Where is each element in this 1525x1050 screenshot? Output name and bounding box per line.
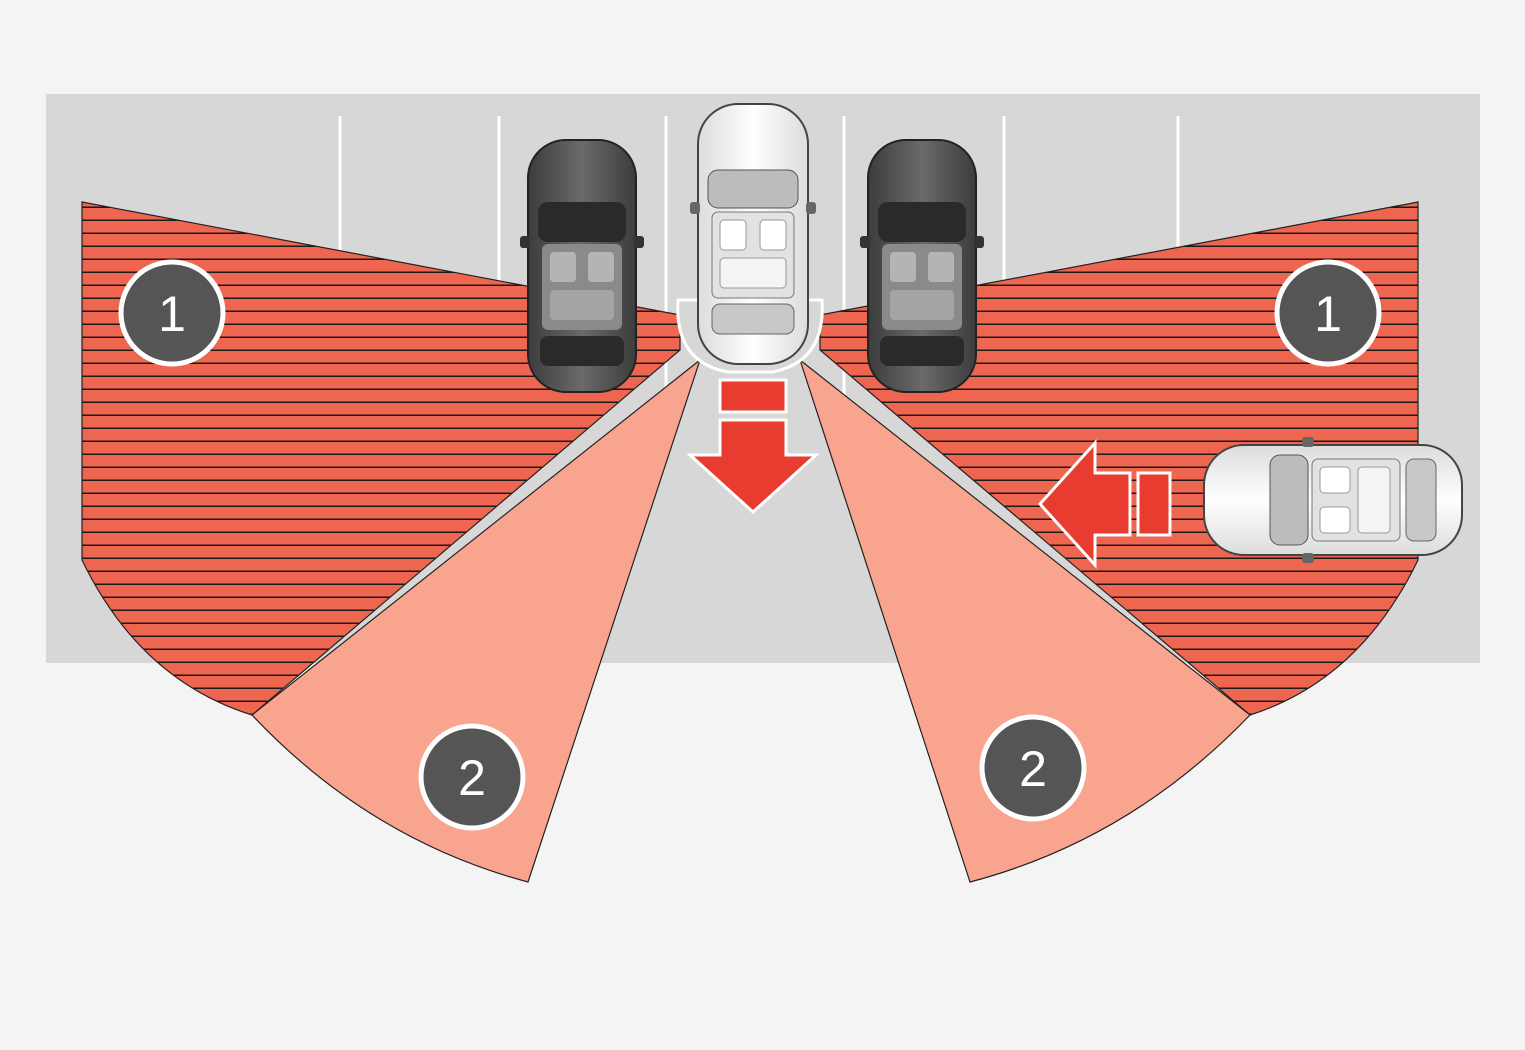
arrow-down-icon bbox=[686, 378, 820, 515]
zone-badge-left-2: 2 bbox=[418, 723, 526, 831]
right-zone-2 bbox=[798, 358, 1251, 883]
zone-label: 2 bbox=[1019, 741, 1047, 797]
left-zone-2 bbox=[251, 358, 702, 883]
zone-badge-right-1: 1 bbox=[1274, 259, 1382, 367]
parked-car-left bbox=[520, 139, 644, 393]
zone-label: 2 bbox=[458, 750, 486, 806]
arrow-left-icon bbox=[1037, 439, 1172, 569]
parked-car-right bbox=[860, 139, 984, 393]
zone-label: 1 bbox=[158, 286, 186, 342]
zone-badge-right-2: 2 bbox=[979, 714, 1087, 822]
zone-label: 1 bbox=[1314, 286, 1342, 342]
approaching-car bbox=[1203, 437, 1463, 563]
zone-badge-left-1: 1 bbox=[118, 259, 226, 367]
own-car bbox=[690, 103, 816, 365]
